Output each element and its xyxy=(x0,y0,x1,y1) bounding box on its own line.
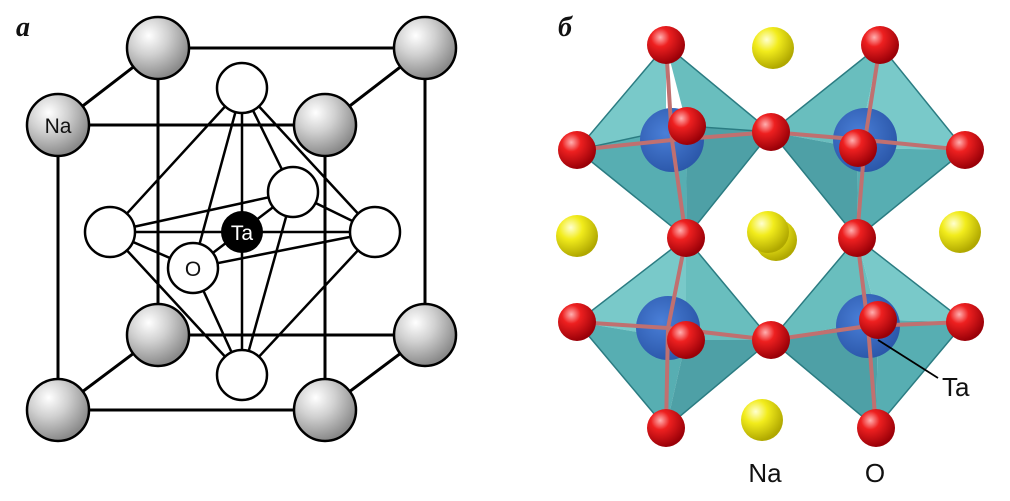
o-atom xyxy=(668,107,706,145)
o-atom xyxy=(752,321,790,359)
o-atom xyxy=(946,131,984,169)
na-atom xyxy=(747,211,789,253)
o-atom xyxy=(667,321,705,359)
o-atom xyxy=(647,26,685,64)
na-atom xyxy=(25,92,91,158)
na-atom xyxy=(25,377,91,443)
panel-a-unit-cell: a xyxy=(0,0,500,501)
o-atom xyxy=(857,409,895,447)
ta-atom xyxy=(221,211,263,253)
o-atom xyxy=(166,241,220,295)
na-label: Na xyxy=(45,115,72,138)
panel-b-letter: б xyxy=(558,12,572,43)
ta-label: Ta xyxy=(231,222,254,245)
na-atom xyxy=(292,92,358,158)
o-label: O xyxy=(865,458,885,488)
o-atom xyxy=(859,301,897,339)
o-atom xyxy=(558,303,596,341)
o-atom xyxy=(838,219,876,257)
o-atom xyxy=(215,61,269,115)
unit-cell-diagram: Na Ta O xyxy=(25,15,458,443)
o-atom xyxy=(266,165,320,219)
o-atom xyxy=(558,131,596,169)
octahedron xyxy=(769,236,967,430)
na-atom xyxy=(125,15,191,81)
o-atom xyxy=(647,409,685,447)
ta-leader-line xyxy=(877,339,939,379)
o-atom xyxy=(667,219,705,257)
o-atom xyxy=(215,348,269,402)
na-atom xyxy=(392,302,458,368)
na-label: Na xyxy=(748,458,782,488)
octahedra-diagram: Ta Na O xyxy=(556,26,984,488)
octahedron xyxy=(574,43,774,240)
o-atom xyxy=(861,26,899,64)
o-label: O xyxy=(185,258,201,281)
o-atom xyxy=(752,113,790,151)
o-atom xyxy=(839,129,877,167)
o-atom xyxy=(83,205,137,259)
na-atom xyxy=(125,302,191,368)
octahedron xyxy=(575,236,773,430)
na-atom xyxy=(939,211,981,253)
ta-label: Ta xyxy=(942,372,970,402)
na-atom xyxy=(292,377,358,443)
na-atom xyxy=(556,215,598,257)
panel-a-letter: a xyxy=(16,12,30,43)
na-atom xyxy=(741,399,783,441)
o-atom xyxy=(348,205,402,259)
na-atom xyxy=(392,15,458,81)
panel-b-octahedra: б xyxy=(500,0,1010,501)
na-atom xyxy=(752,27,794,69)
o-atom xyxy=(946,303,984,341)
